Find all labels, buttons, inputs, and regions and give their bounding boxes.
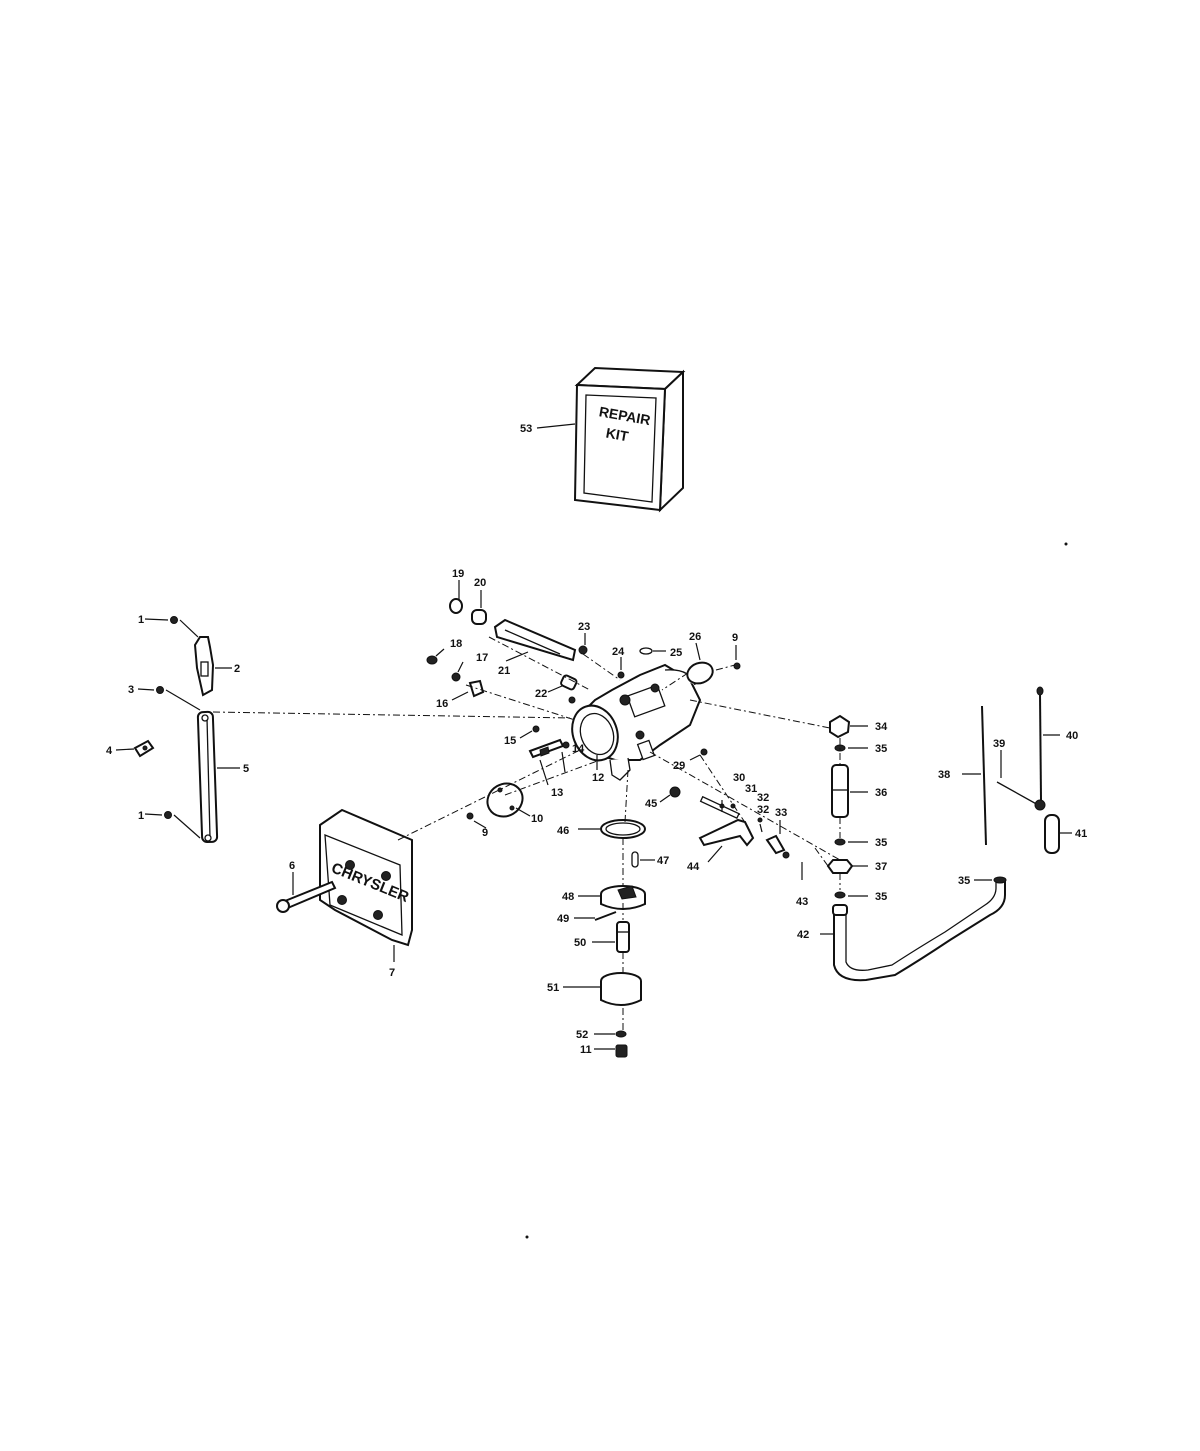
repair-kit-box: REPAIR KIT — [573, 366, 686, 513]
callout-44: 44 — [687, 861, 700, 873]
callout-23: 23 — [578, 621, 590, 633]
callout-32: 32 — [757, 804, 769, 816]
callout-47: 47 — [657, 855, 669, 867]
callout-9: 9 — [482, 827, 488, 839]
callout-18: 18 — [450, 638, 462, 650]
callout-29: 29 — [673, 760, 685, 772]
callout-35: 35 — [875, 837, 887, 849]
callout-11: 11 — [580, 1044, 592, 1056]
float-bowl-assembly — [563, 819, 655, 1058]
callout-1: 1 — [138, 614, 144, 626]
float-arm-assembly — [698, 795, 803, 880]
callout-33: 33 — [775, 807, 787, 819]
choke-shaft-assembly — [449, 580, 588, 693]
callout-24: 24 — [612, 646, 625, 658]
callout-19: 19 — [452, 568, 464, 580]
callout-30: 30 — [733, 772, 745, 784]
kit-label-line2: KIT — [605, 425, 630, 445]
callout-42: 42 — [797, 929, 809, 941]
callout-labels: 53 1 2 3 4 5 1 6 7 19 20 23 18 17 21 16 … — [106, 423, 1087, 1056]
callout-46: 46 — [557, 825, 569, 837]
assembly-lines — [212, 636, 841, 1030]
callout-31: 31 — [745, 783, 757, 795]
top-plug-parts — [617, 642, 741, 685]
callout-12: 12 — [592, 772, 604, 784]
callout-39: 39 — [993, 738, 1005, 750]
callout-32: 32 — [757, 792, 769, 804]
callout-3: 3 — [128, 684, 134, 696]
cover-plate — [466, 782, 531, 829]
callout-13: 13 — [551, 787, 563, 799]
callout-36: 36 — [875, 787, 887, 799]
callout-15: 15 — [504, 735, 516, 747]
fuel-fitting-assembly — [826, 714, 868, 899]
lower-jets — [659, 748, 708, 803]
callout-49: 49 — [557, 913, 569, 925]
choke-spring-parts — [426, 648, 485, 701]
callout-6: 6 — [289, 860, 295, 872]
carburetor-body — [568, 663, 702, 781]
callout-34: 34 — [875, 721, 888, 733]
callout-53: 53 — [520, 423, 532, 435]
callout-14: 14 — [572, 743, 585, 755]
callout-52: 52 — [576, 1029, 588, 1041]
callout-25: 25 — [670, 647, 682, 659]
callout-35: 35 — [875, 891, 887, 903]
callout-40: 40 — [1066, 730, 1078, 742]
callout-43: 43 — [796, 896, 808, 908]
callout-2: 2 — [234, 663, 240, 675]
callout-21: 21 — [498, 665, 510, 677]
fuel-hose — [820, 876, 1007, 982]
callout-48: 48 — [562, 891, 574, 903]
callout-26: 26 — [689, 631, 701, 643]
idle-screw-parts — [519, 725, 570, 786]
callout-4: 4 — [106, 745, 113, 757]
callout-45: 45 — [645, 798, 657, 810]
control-rods — [962, 686, 1072, 854]
callout-9: 9 — [732, 632, 738, 644]
callout-38: 38 — [938, 769, 950, 781]
callout-7: 7 — [389, 967, 395, 979]
callout-17: 17 — [476, 652, 488, 664]
callout-41: 41 — [1075, 828, 1087, 840]
callout-35: 35 — [958, 875, 970, 887]
callout-1: 1 — [138, 810, 144, 822]
callout-10: 10 — [531, 813, 543, 825]
throttle-link-assembly — [115, 616, 240, 844]
callout-37: 37 — [875, 861, 887, 873]
callout-5: 5 — [243, 763, 249, 775]
callout-22: 22 — [535, 688, 547, 700]
callout-35: 35 — [875, 743, 887, 755]
callout-50: 50 — [574, 937, 586, 949]
callout-51: 51 — [547, 982, 559, 994]
callout-16: 16 — [436, 698, 448, 710]
air-silencer-cover: CHRYSLER — [276, 808, 413, 962]
callout-20: 20 — [474, 577, 486, 589]
